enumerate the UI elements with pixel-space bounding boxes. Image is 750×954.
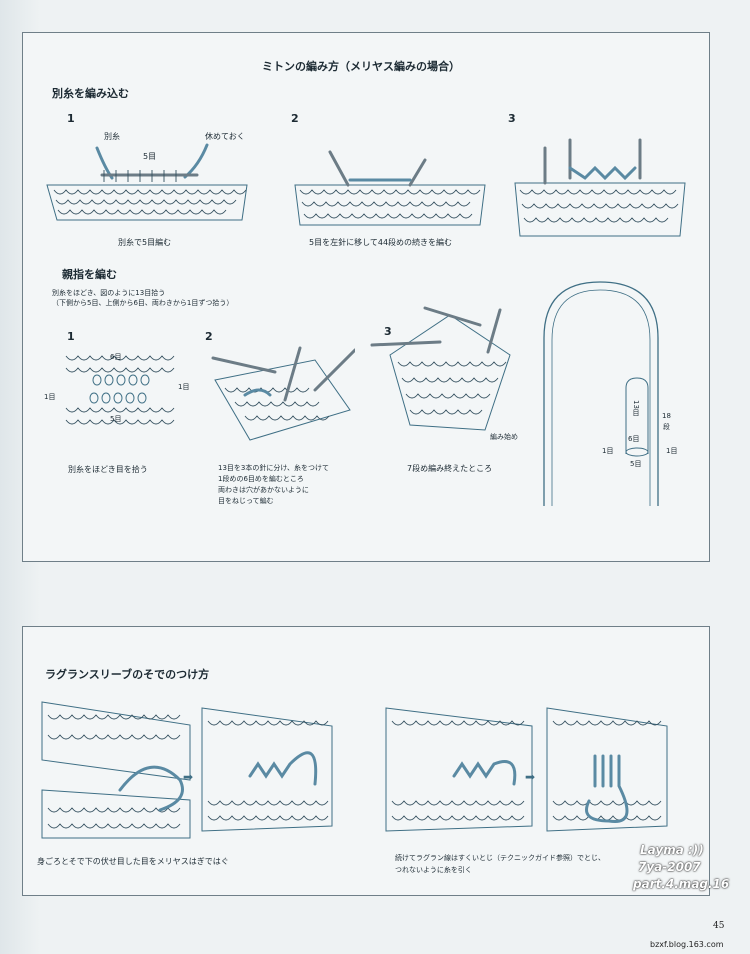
heading-thumb: 親指を編む [62, 268, 117, 281]
arrow-icon: ➡ [525, 770, 536, 784]
heading-waste-yarn: 別糸を編み込む [52, 87, 129, 100]
mitten-right-count: 1目 [666, 447, 678, 455]
section-title: ミトンの編み方（メリヤス編みの場合） [262, 60, 460, 73]
raglan-left-caption: 身ごろとそで下の伏せ目した目をメリヤスはぎではぐ [37, 857, 229, 866]
label-count: 5目 [143, 152, 157, 161]
thumb-step-number: 1 [67, 330, 75, 343]
mitten-bottom-count: 5目 [630, 460, 642, 468]
label-rest: 休めておく [205, 132, 245, 141]
watermark-line: Layma :)) [640, 843, 704, 857]
thumb-intro-line: 別糸をほどき、図のように13目拾う [52, 289, 166, 297]
thumb2-caption-line: 目をねじって編む [218, 497, 274, 505]
raglan-step2-illustration [201, 707, 333, 832]
thumb1-bottom-count: 5目 [110, 415, 122, 423]
thumb-step-number: 3 [384, 325, 392, 338]
watermark-line: 7ya-2007 [638, 860, 701, 874]
source-footer: bzxf.blog.163.com [650, 940, 724, 949]
step1-caption: 別糸で5目編む [118, 238, 172, 247]
mitten-rows-unit: 段 [663, 423, 670, 431]
step-number: 1 [67, 112, 75, 125]
watermark-line: part.4.mag.16 [633, 877, 730, 891]
thumb2-caption-line: 1段めの6目めを編むところ [218, 475, 304, 483]
step2-caption: 5目を左針に移して44段めの続きを編む [309, 238, 453, 247]
mitten-outline-diagram [543, 281, 659, 506]
mitten-left-count: 1目 [602, 447, 614, 455]
raglan-step4-illustration [546, 707, 668, 832]
thumb2-caption-line: 13目を3本の針に分け、糸をつけて [218, 464, 330, 472]
thumb3-caption: 7段め編み終えたところ [407, 464, 493, 473]
step-number: 3 [508, 112, 516, 125]
mitten-instructions-box [22, 32, 710, 562]
mitten-top-count: 6目 [628, 435, 640, 443]
thumb-intro-line: （下側から5目、上側から6目、両わきから1目ずつ拾う） [52, 299, 234, 307]
waste-yarn-step3-illustration [514, 138, 686, 237]
thumb2-caption-line: 両わきは穴があかないように [218, 486, 309, 494]
thumb1-left-count: 1目 [44, 393, 56, 401]
thumb1-right-count: 1目 [178, 383, 190, 391]
thumb3-start-label: 編み始め [490, 433, 518, 441]
thumb-step3-illustration [370, 306, 511, 431]
thumb1-caption: 別糸をほどき目を拾う [68, 465, 148, 474]
page-number: 45 [713, 921, 725, 931]
step-number: 2 [291, 112, 299, 125]
arrow-icon: ➡ [183, 770, 194, 784]
mitten-rows-number: 18 [662, 412, 671, 420]
waste-yarn-step1-illustration [46, 143, 248, 221]
thumb-step-number: 2 [205, 330, 213, 343]
waste-yarn-step2-illustration [294, 150, 486, 226]
raglan-step3-illustration [385, 707, 533, 832]
raglan-step1-illustration [41, 701, 191, 839]
mitten-height-label: 13目 [632, 400, 640, 416]
heading-raglan: ラグランスリーブのそでのつけ方 [45, 668, 210, 681]
thumb1-top-count: 6目 [110, 353, 122, 361]
thumb-step2-illustration [211, 346, 355, 441]
raglan-right-caption-line: 続けてラグラン線はすくいとじ（テクニックガイド参照）でとじ、 [395, 854, 605, 862]
raglan-right-caption-line: つれないように糸を引く [395, 866, 472, 874]
thumb-step1-illustration [65, 355, 175, 425]
label-waste-yarn: 別糸 [104, 132, 120, 141]
